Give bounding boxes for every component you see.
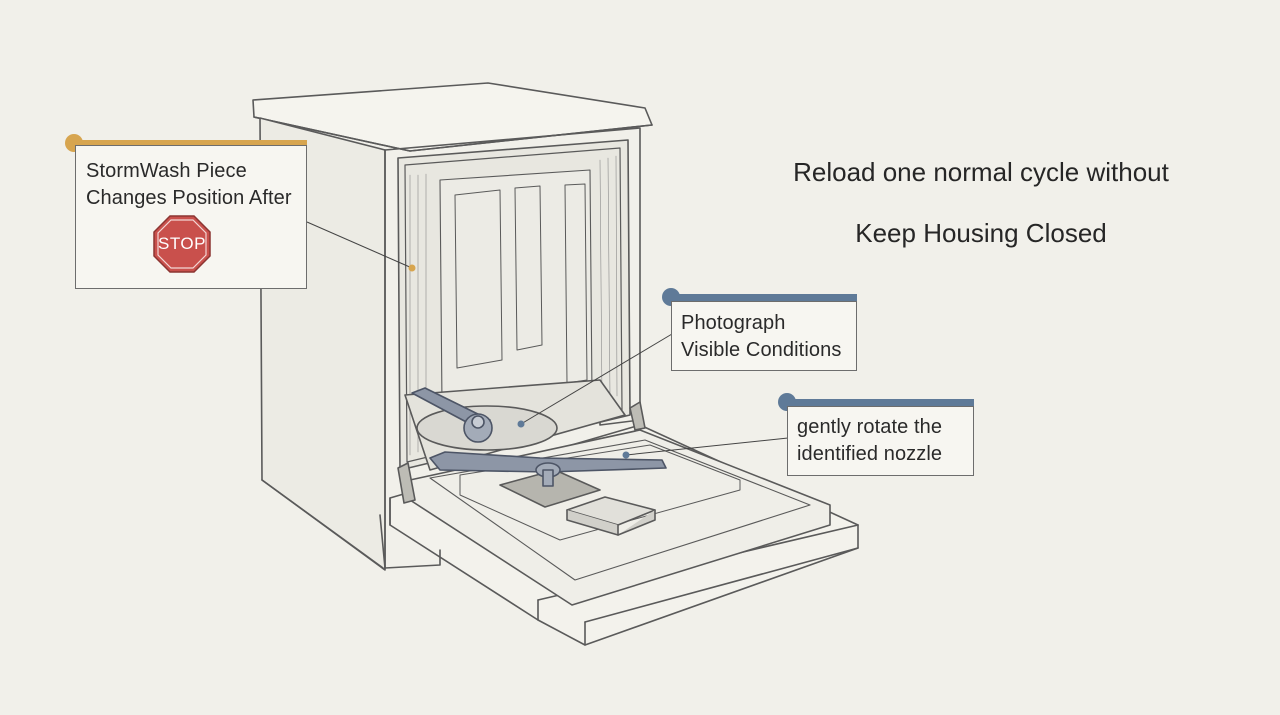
callout-rotate-line1: gently rotate the [797, 416, 943, 438]
pointer-dot-photograph [517, 420, 525, 428]
pointer-rotate [625, 437, 789, 456]
accent-bar-rotate [787, 399, 974, 406]
door-hinge-left [397, 462, 416, 504]
callout-stormwash-line1: StormWash Piece [86, 160, 247, 182]
callout-stormwash: StormWash Piece Changes Position After S… [75, 145, 307, 289]
pointer-dots [408, 264, 630, 459]
callout-photograph-line2: Visible Conditions [681, 339, 842, 361]
dishwasher-plinth [379, 514, 441, 569]
accent-bar-stormwash [74, 140, 307, 146]
pointer-stormwash [306, 221, 413, 269]
instruction-line-2: Keep Housing Closed [855, 218, 1107, 248]
stop-sign-icon: STOP [152, 214, 212, 274]
callout-rotate: gently rotate the identified nozzle [787, 406, 974, 476]
callout-photograph-line1: Photograph [681, 312, 786, 334]
callout-rotate-line2: identified nozzle [797, 443, 943, 465]
dishwasher-sketch [252, 82, 859, 646]
callout-photograph: Photograph Visible Conditions [671, 301, 857, 371]
filter-grate [499, 469, 601, 508]
pointer-photograph [520, 333, 673, 425]
door-hinge-right [629, 401, 646, 431]
pointer-dot-stormwash [408, 264, 416, 272]
pointer-dot-rotate [622, 451, 630, 459]
accent-bar-photograph [671, 294, 857, 301]
instruction-line-1: Reload one normal cycle without [793, 157, 1169, 187]
callout-pointers [306, 221, 789, 456]
callout-stormwash-line2: Changes Position After [86, 187, 292, 209]
stop-sign-text: STOP [158, 234, 206, 253]
lower-spray-arm [429, 451, 667, 473]
